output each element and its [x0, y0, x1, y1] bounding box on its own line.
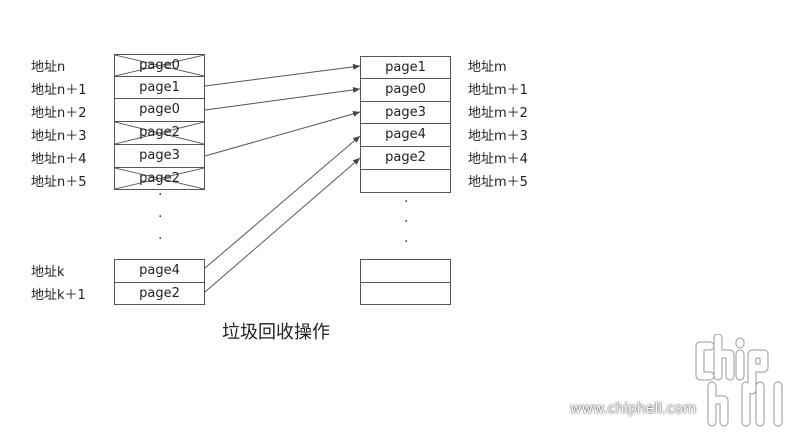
chiphell-logo: [695, 334, 783, 427]
left-page-cell: page2: [114, 121, 205, 145]
page-label: page1: [385, 60, 426, 75]
ellipsis-dot: ·: [158, 231, 163, 247]
crossed-out-mark: [115, 122, 204, 144]
right-address-label: 地址m＋4: [468, 152, 528, 167]
crossed-out-mark: [115, 55, 204, 76]
left-address-label: 地址n＋4: [31, 152, 87, 167]
right-page-cell: page1: [360, 56, 451, 79]
page-label: page2: [139, 286, 180, 301]
right-page-cell: [360, 259, 451, 283]
watermark-url: www.chiphell.com: [570, 401, 697, 417]
right-page-cell: page4: [360, 123, 451, 147]
right-page-cell: page0: [360, 78, 451, 102]
diagram-caption: 垃圾回收操作: [222, 322, 330, 343]
left-page-cell: page4: [114, 259, 205, 283]
page-label: page0: [139, 58, 180, 73]
right-page-cell: [360, 282, 451, 305]
page-label: page4: [385, 127, 426, 142]
ellipsis-dot: ·: [158, 209, 163, 225]
right-page-cell: [360, 169, 451, 193]
right-address-label: 地址m: [468, 60, 507, 75]
left-page-cell: page2: [114, 282, 205, 305]
ellipsis-dot: ·: [404, 234, 409, 250]
page-label: page4: [139, 263, 180, 278]
left-page-cell: page2: [114, 167, 205, 190]
arrow-page2: [204, 157, 361, 293]
page-label: page1: [139, 80, 180, 95]
left-page-cell: page3: [114, 144, 205, 168]
right-address-label: 地址m＋5: [468, 175, 528, 190]
arrow-page3: [204, 111, 361, 157]
right-address-label: 地址m＋3: [468, 129, 528, 144]
arrow-page1: [204, 63, 361, 87]
page-label: page0: [139, 102, 180, 117]
page-label: page3: [385, 105, 426, 120]
arrow-page4: [204, 135, 361, 269]
page-label: page3: [139, 148, 180, 163]
right-address-label: 地址m＋2: [468, 106, 528, 121]
right-address-label: 地址m＋1: [468, 83, 528, 98]
ellipsis-dot: ·: [404, 214, 409, 230]
page-label: page2: [139, 125, 180, 140]
page-label: page2: [385, 150, 426, 165]
left-page-cell: page1: [114, 76, 205, 99]
right-page-cell: page2: [360, 146, 451, 170]
left-page-cell: page0: [114, 98, 205, 122]
left-address-label: 地址n＋1: [31, 83, 87, 98]
left-address-label: 地址n: [31, 60, 66, 75]
arrow-page0: [204, 86, 361, 111]
right-page-cell: page3: [360, 101, 451, 124]
page-label: page2: [139, 171, 180, 186]
left-address-label: 地址k: [31, 265, 65, 280]
left-address-label: 地址n＋5: [31, 175, 87, 190]
left-address-label: 地址k＋1: [31, 288, 86, 303]
left-page-cell: page0: [114, 54, 205, 77]
page-label: page0: [385, 82, 426, 97]
left-address-label: 地址n＋3: [31, 129, 87, 144]
crossed-out-mark: [115, 168, 204, 189]
ellipsis-dot: ·: [404, 194, 409, 210]
left-address-label: 地址n＋2: [31, 106, 87, 121]
ellipsis-dot: ·: [158, 187, 163, 203]
